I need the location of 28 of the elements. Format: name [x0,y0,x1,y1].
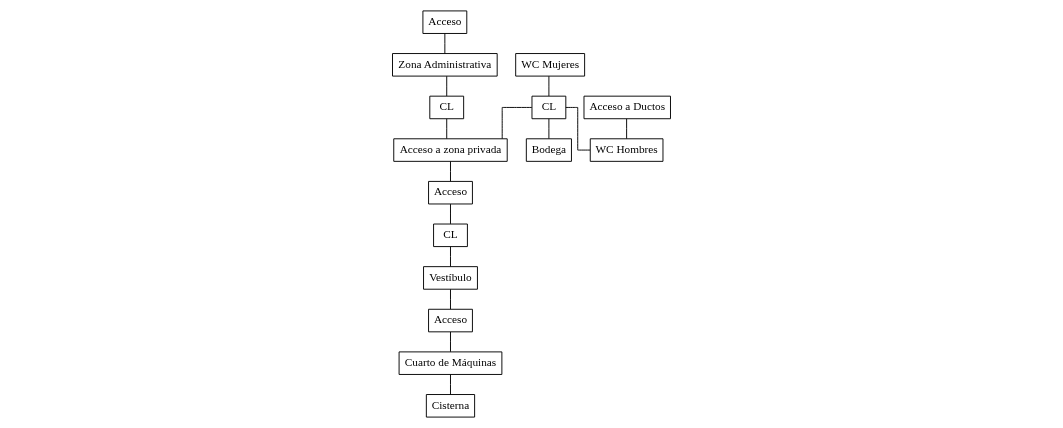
connector [450,331,451,353]
node-box: WC Mujeres [515,53,586,77]
node-box: Cisterna [425,394,476,418]
node-box: WC Hombres [589,138,664,162]
node-box: CL [433,223,468,248]
node-box: Cuarto de Máquinas [398,351,503,375]
node-box: Acceso a zona privada [393,138,508,162]
node-box: Acceso [428,308,473,333]
connector [450,203,451,225]
node-box: Zona Administrativa [392,53,498,77]
connector [450,374,451,395]
connector [626,118,628,140]
node-box: Bodega [525,138,572,162]
connector [446,118,448,140]
node-box: Acceso [428,180,473,205]
connector [446,75,448,97]
node-box: Acceso [422,10,468,34]
node-box: Acceso a Ductos [583,95,671,120]
connector [548,118,550,140]
node-box: CL [531,95,567,120]
node-box: Vestíbulo [423,266,478,290]
connector [501,106,533,140]
connector [548,75,550,97]
node-box: CL [429,95,465,120]
connector [450,246,451,267]
connector [444,33,446,54]
connector [450,288,451,310]
connector [450,161,451,182]
